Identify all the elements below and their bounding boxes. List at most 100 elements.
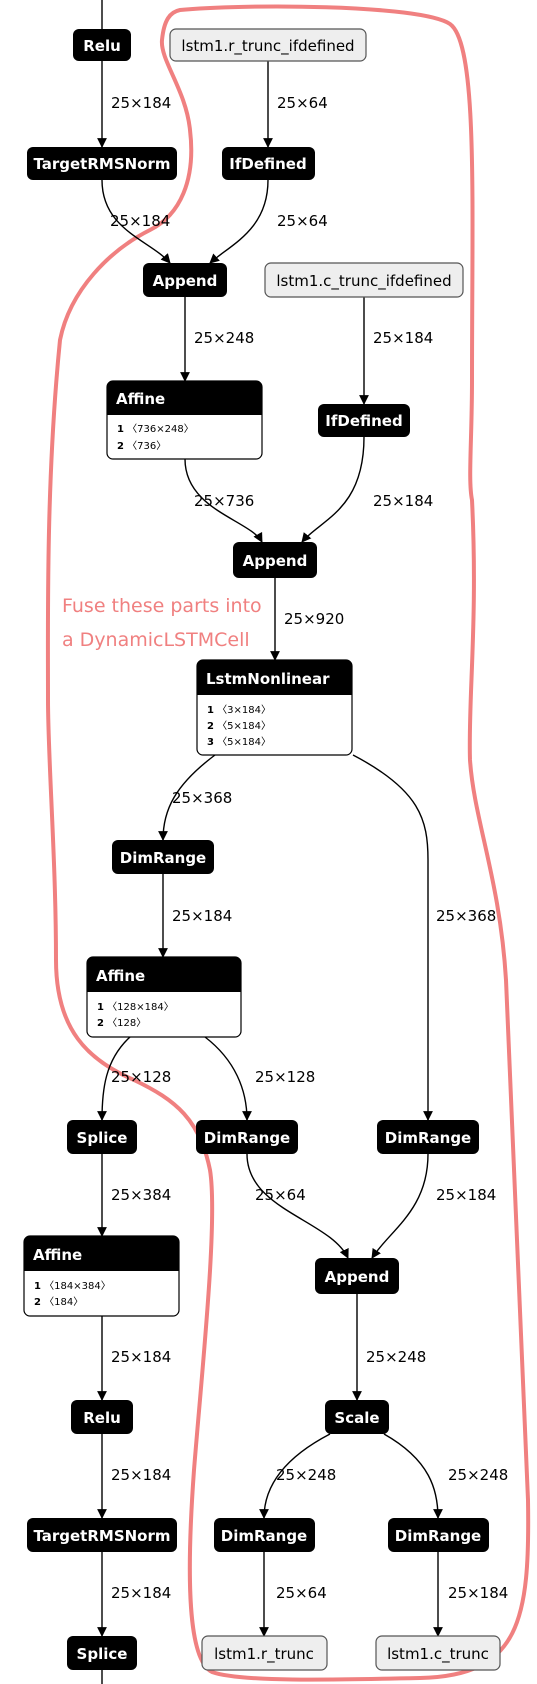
edge-dimrange2-append3 xyxy=(246,1153,349,1259)
node-rms-top[interactable]: TargetRMSNorm xyxy=(27,147,177,180)
node-title: Append xyxy=(243,552,308,570)
edge-label: 25×184 xyxy=(448,1584,508,1602)
node-attr: 1 〈184×384〉 xyxy=(34,1280,111,1292)
node-title: IfDefined xyxy=(325,412,402,430)
edge-label: 25×128 xyxy=(255,1068,315,1086)
node-title: Relu xyxy=(83,37,121,55)
edge-rms-append1 xyxy=(101,179,171,264)
node-title: TargetRMSNorm xyxy=(33,1527,170,1545)
node-attr: 3 〈5×184〉 xyxy=(207,736,271,748)
node-title: DimRange xyxy=(120,849,206,867)
node-splice-1[interactable]: Splice xyxy=(67,1120,137,1154)
node-attr: 1 〈736×248〉 xyxy=(117,423,194,435)
node-title: DimRange xyxy=(221,1527,307,1545)
node-dimrange-5[interactable]: DimRange xyxy=(388,1518,489,1552)
node-title: LstmNonlinear xyxy=(206,670,330,688)
edge-label: 25×64 xyxy=(276,1584,327,1602)
node-attr: 2 〈128〉 xyxy=(97,1017,146,1029)
node-title: lstm1.r_trunc_ifdefined xyxy=(181,37,354,56)
edge-scale-dimrange5 xyxy=(383,1433,443,1519)
edge-label: 25×384 xyxy=(111,1186,171,1204)
node-attr: 1 〈128×184〉 xyxy=(97,1001,174,1013)
node-dimrange-4[interactable]: DimRange xyxy=(214,1518,315,1552)
node-splice-2[interactable]: Splice xyxy=(67,1636,137,1670)
node-title: lstm1.r_trunc xyxy=(214,1645,314,1664)
edge-label: 25×184 xyxy=(373,492,433,510)
node-affine-2[interactable]: Affine 1 〈128×184〉 2 〈128〉 xyxy=(86,956,242,1038)
edge-label: 25×184 xyxy=(111,1466,171,1484)
node-dimrange-2[interactable]: DimRange xyxy=(196,1120,298,1154)
edge-affine2-dimrange2 xyxy=(204,1036,252,1121)
edge-label: 25×184 xyxy=(111,94,171,112)
node-append-3[interactable]: Append xyxy=(315,1258,399,1294)
node-title: Affine xyxy=(96,967,145,985)
node-ifdefined-2[interactable]: IfDefined xyxy=(318,404,410,437)
node-title: TargetRMSNorm xyxy=(33,155,170,173)
annotation-line-1: Fuse these parts into xyxy=(62,595,262,617)
edge-label: 25×368 xyxy=(172,789,232,807)
node-title: lstm1.c_trunc_ifdefined xyxy=(276,272,451,291)
node-title: DimRange xyxy=(204,1129,290,1147)
edge-label: 25×184 xyxy=(172,907,232,925)
node-title: DimRange xyxy=(385,1129,471,1147)
edge-ifdef1-append1 xyxy=(209,179,269,264)
edge-ifdef2-append2 xyxy=(301,436,365,543)
node-affine-3[interactable]: Affine 1 〈184×384〉 2 〈184〉 xyxy=(23,1235,180,1317)
node-title: IfDefined xyxy=(229,155,306,173)
edge-label: 25×184 xyxy=(110,212,170,230)
edge-label: 25×184 xyxy=(111,1348,171,1366)
node-attr: 2 〈5×184〉 xyxy=(207,720,271,732)
edge-affine1-append2 xyxy=(184,458,263,543)
node-append-1[interactable]: Append xyxy=(143,263,227,297)
node-title: Affine xyxy=(33,1246,82,1264)
edge-label: 25×736 xyxy=(194,492,254,510)
node-ifdefined-1[interactable]: IfDefined xyxy=(222,147,315,180)
edge-label: 25×248 xyxy=(448,1466,508,1484)
node-dimrange-1[interactable]: DimRange xyxy=(112,840,214,874)
node-title: DimRange xyxy=(395,1527,481,1545)
node-relu-top[interactable]: Relu xyxy=(73,29,131,61)
edge-label: 25×248 xyxy=(366,1348,426,1366)
node-attr: 2 〈736〉 xyxy=(117,440,166,452)
node-attr: 1 〈3×184〉 xyxy=(207,704,271,716)
edges: 25×184 25×64 25×184 25×64 25×248 25×184 … xyxy=(97,0,508,1684)
node-append-2[interactable]: Append xyxy=(233,542,317,578)
node-r-trunc[interactable]: lstm1.r_trunc xyxy=(201,1635,328,1671)
annotation-line-2: a DynamicLSTMCell xyxy=(62,629,250,651)
node-dimrange-3[interactable]: DimRange xyxy=(377,1120,479,1154)
edge-label: 25×248 xyxy=(194,329,254,347)
edge-label: 25×248 xyxy=(276,1466,336,1484)
node-r-trunc-ifdefined[interactable]: lstm1.r_trunc_ifdefined xyxy=(169,28,367,62)
edge-label: 25×184 xyxy=(373,329,433,347)
node-title: Scale xyxy=(334,1409,379,1427)
edge-affine2-splice1 xyxy=(97,1036,131,1121)
edge-lstm-dimrange1 xyxy=(158,754,216,841)
edge-label: 25×64 xyxy=(255,1186,306,1204)
node-rms-bottom[interactable]: TargetRMSNorm xyxy=(27,1518,177,1552)
node-c-trunc-ifdefined[interactable]: lstm1.c_trunc_ifdefined xyxy=(264,262,464,298)
edge-scale-dimrange4 xyxy=(259,1433,331,1519)
edge-label: 25×64 xyxy=(277,94,328,112)
node-attr: 2 〈184〉 xyxy=(34,1296,83,1308)
node-scale[interactable]: Scale xyxy=(325,1400,389,1434)
node-title: Append xyxy=(153,272,218,290)
node-title: Append xyxy=(325,1268,390,1286)
edge-label: 25×64 xyxy=(277,212,328,230)
node-title: Splice xyxy=(77,1645,128,1663)
node-relu-bottom[interactable]: Relu xyxy=(71,1400,133,1434)
edge-label: 25×184 xyxy=(436,1186,496,1204)
edge-label: 25×920 xyxy=(284,610,344,628)
node-title: Affine xyxy=(116,390,165,408)
node-c-trunc[interactable]: lstm1.c_trunc xyxy=(375,1635,501,1671)
node-title: Relu xyxy=(83,1409,121,1427)
edge-label: 25×128 xyxy=(111,1068,171,1086)
node-title: Splice xyxy=(77,1129,128,1147)
edge-lstm-dimrange3 xyxy=(352,754,433,1121)
node-lstm-nonlinear[interactable]: LstmNonlinear 1 〈3×184〉 2 〈5×184〉 3 〈5×1… xyxy=(196,659,353,756)
edge-dimrange3-append3 xyxy=(371,1153,429,1259)
edge-label: 25×184 xyxy=(111,1584,171,1602)
node-affine-1[interactable]: Affine 1 〈736×248〉 2 〈736〉 xyxy=(106,380,263,460)
edge-label: 25×368 xyxy=(436,907,496,925)
node-title: lstm1.c_trunc xyxy=(387,1645,489,1664)
